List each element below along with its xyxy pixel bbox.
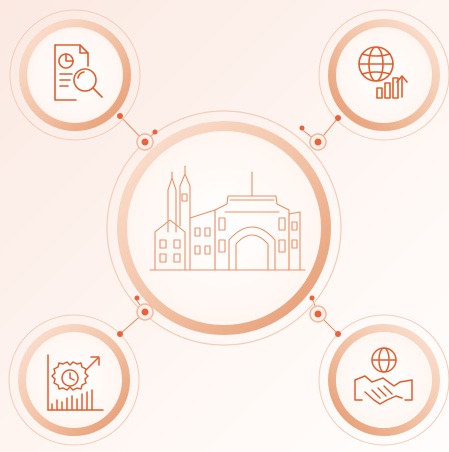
satellite-top-left xyxy=(9,9,141,141)
connector-node-top-left xyxy=(117,113,158,151)
center-gradient-ring xyxy=(117,121,331,335)
gear-clock-rising-chart-icon xyxy=(47,354,104,411)
connector-nodes xyxy=(117,113,341,337)
center-node xyxy=(106,110,342,346)
satellite-gradient-ring xyxy=(328,19,440,131)
satellite-bottom-right xyxy=(318,314,449,446)
document-pie-chart-magnifier-icon xyxy=(54,44,103,101)
connector-node-bottom-right xyxy=(309,295,341,337)
satellite-outer-ring xyxy=(318,9,449,141)
satellite-gradient-ring xyxy=(328,324,440,436)
satellite-outer-ring xyxy=(318,314,449,446)
globe-handshake-icon xyxy=(354,347,413,405)
university-gate-buildings-icon xyxy=(149,165,306,271)
satellite-gradient-ring xyxy=(18,324,130,436)
connector-node-top-right xyxy=(299,115,341,151)
satellite-outer-ring xyxy=(8,314,140,446)
center-outer-ring xyxy=(106,110,342,346)
connector-node-bottom-left xyxy=(117,295,154,337)
satellite-bottom-left xyxy=(8,314,140,446)
satellite-top-right xyxy=(318,9,449,141)
satellite-gradient-ring xyxy=(19,19,131,131)
globe-bar-chart-growth-icon xyxy=(358,46,408,99)
satellite-outer-ring xyxy=(9,9,141,141)
